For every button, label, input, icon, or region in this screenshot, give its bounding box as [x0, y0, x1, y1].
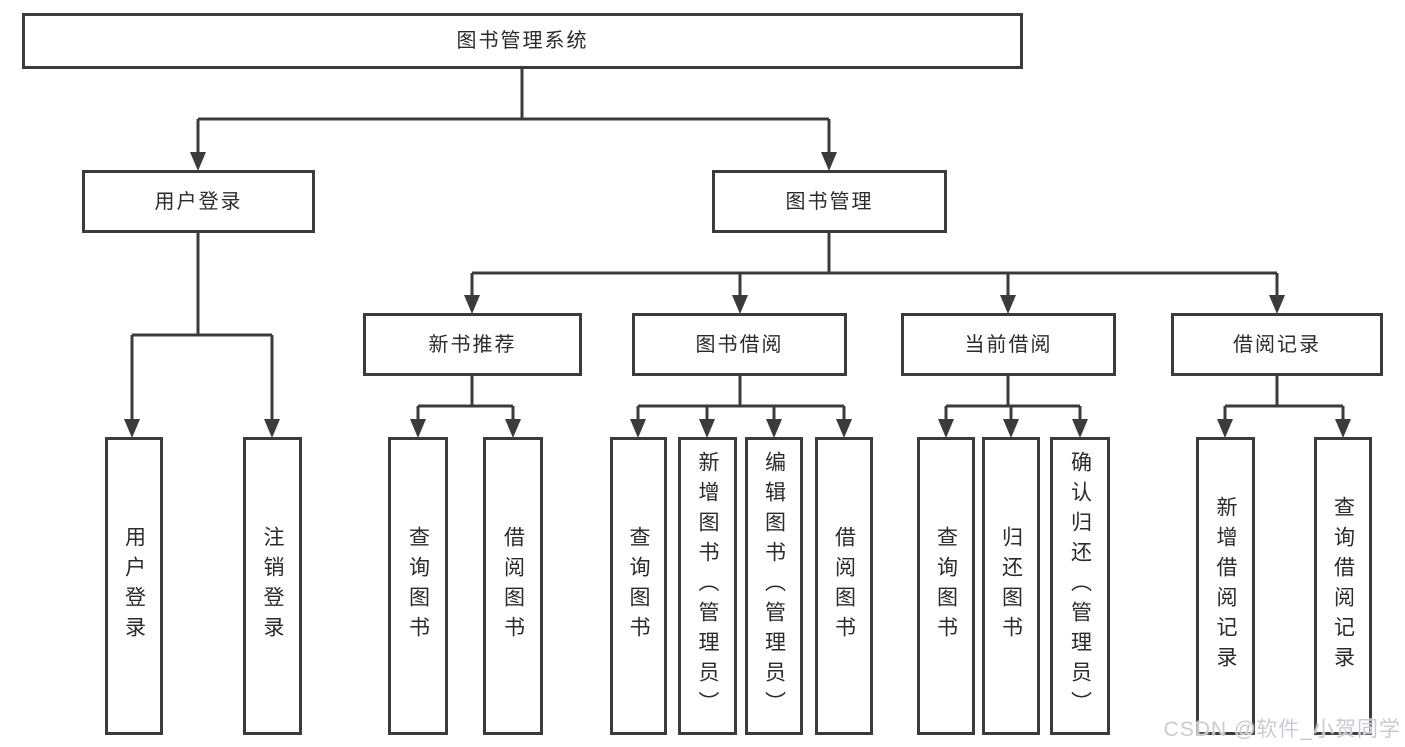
leaf-borrow-add-admin: 新增图书（管理员） [678, 437, 737, 735]
node-current-borrow-label: 当前借阅 [964, 333, 1053, 356]
leaf-borrow-edit-admin-label: 编辑图书（管理员） [762, 451, 786, 721]
leaf-newbook-query: 查询图书 [388, 437, 448, 735]
node-book-management-label: 图书管理 [785, 190, 874, 213]
leaf-current-confirm-return-admin-label: 确认归还（管理员） [1068, 451, 1092, 721]
leaf-newbook-borrow: 借阅图书 [483, 437, 543, 735]
node-book-borrow-label: 图书借阅 [695, 333, 784, 356]
leaf-records-add: 新增借阅记录 [1196, 437, 1255, 735]
leaf-records-query: 查询借阅记录 [1314, 437, 1372, 735]
leaf-newbook-query-label: 查询图书 [406, 526, 430, 646]
leaf-current-confirm-return-admin: 确认归还（管理员） [1050, 437, 1110, 735]
node-root: 图书管理系统 [22, 13, 1023, 69]
leaf-user-login: 用户登录 [105, 437, 163, 735]
leaf-records-query-label: 查询借阅记录 [1331, 496, 1355, 676]
node-root-label: 图书管理系统 [456, 30, 589, 52]
node-new-book-recommend-label: 新书推荐 [428, 333, 517, 356]
node-user-login-label: 用户登录 [154, 190, 243, 213]
leaf-borrow-add-admin-label: 新增图书（管理员） [696, 451, 719, 721]
node-user-login: 用户登录 [82, 170, 315, 233]
leaf-borrow-borrow-label: 借阅图书 [832, 526, 856, 646]
node-book-management: 图书管理 [712, 170, 947, 233]
leaf-logout: 注销登录 [243, 437, 302, 735]
leaf-borrow-edit-admin: 编辑图书（管理员） [745, 437, 803, 735]
leaf-records-add-label: 新增借阅记录 [1214, 496, 1237, 676]
node-new-book-recommend: 新书推荐 [363, 313, 582, 376]
node-current-borrow: 当前借阅 [901, 313, 1116, 376]
leaf-logout-label: 注销登录 [261, 526, 284, 646]
node-borrow-records: 借阅记录 [1171, 313, 1383, 376]
leaf-current-query: 查询图书 [917, 437, 975, 735]
leaf-borrow-query-label: 查询图书 [627, 526, 650, 646]
leaf-borrow-query: 查询图书 [610, 437, 667, 735]
leaf-user-login-label: 用户登录 [122, 526, 146, 646]
leaf-borrow-borrow: 借阅图书 [815, 437, 873, 735]
leaf-current-query-label: 查询图书 [934, 526, 958, 646]
leaf-current-return: 归还图书 [982, 437, 1040, 735]
leaf-newbook-borrow-label: 借阅图书 [501, 526, 525, 646]
node-borrow-records-label: 借阅记录 [1233, 333, 1321, 356]
csdn-watermark: CSDN @软件_小贺同学 [1163, 718, 1401, 741]
node-book-borrow: 图书借阅 [632, 313, 847, 376]
leaf-current-return-label: 归还图书 [999, 526, 1023, 646]
